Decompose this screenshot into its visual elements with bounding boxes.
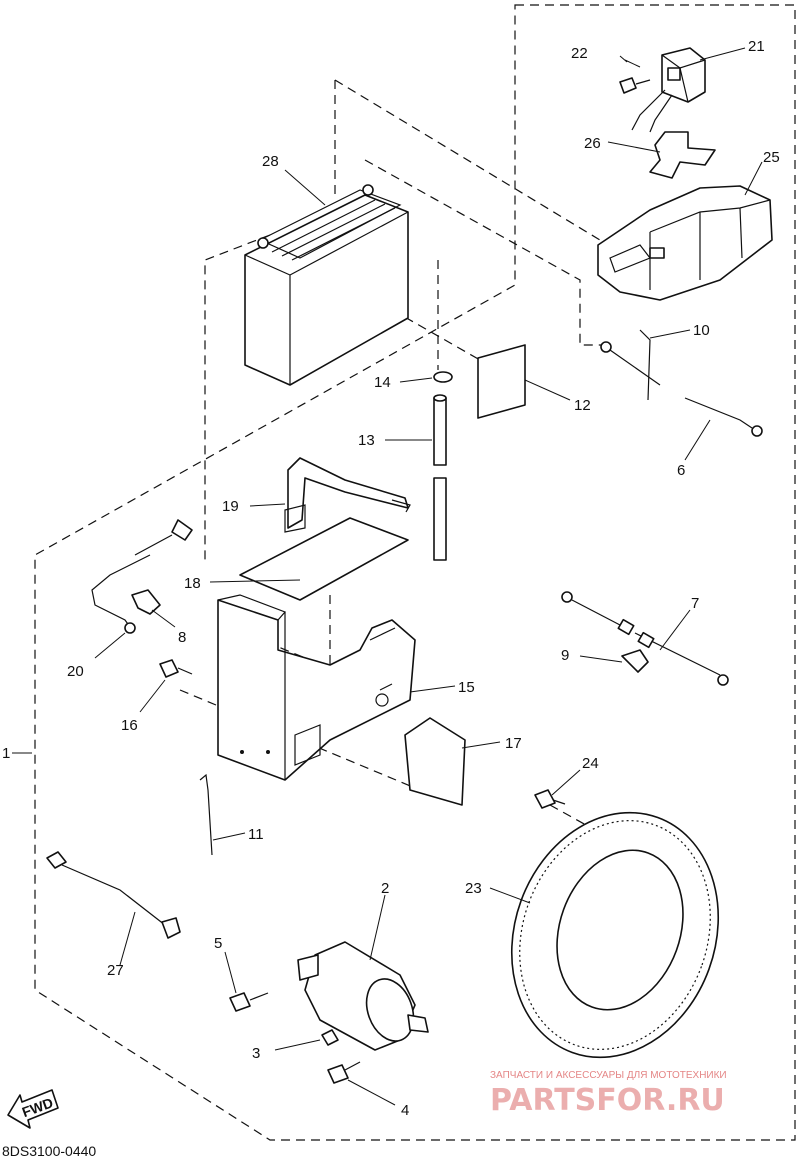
relay-bracket (649, 131, 716, 179)
assembly-outline (34, 4, 796, 1141)
lead-27 (46, 851, 181, 939)
cover-plate (404, 717, 466, 806)
callout-11: 11 (248, 826, 264, 843)
fwd-arrow-icon: FWD (7, 1089, 59, 1129)
breather-hose (433, 371, 453, 561)
positive-lead (561, 591, 729, 686)
battery-cover (597, 185, 773, 301)
callout-5: 5 (214, 935, 222, 952)
callout-21: 21 (748, 38, 765, 55)
negative-lead (600, 329, 763, 437)
relay-screw (619, 77, 651, 94)
battery-box (217, 594, 416, 781)
callout-1: 1 (2, 745, 10, 762)
callout-18: 18 (184, 575, 201, 592)
callout-14: 14 (374, 374, 391, 391)
callout-13: 13 (358, 432, 375, 449)
callout-4: 4 (401, 1102, 409, 1119)
callout-leaders (12, 47, 763, 1106)
callout-24: 24 (582, 755, 599, 772)
callout-28: 28 (262, 153, 279, 170)
starter-relay (631, 47, 706, 133)
callout-20: 20 (67, 663, 84, 680)
ring-gear (510, 811, 720, 1059)
watermark: ЗАПЧАСТИ И АКСЕССУАРЫ ДЛЯ МОТОТЕХНИКИ PA… (490, 1070, 727, 1118)
callout-26: 26 (584, 135, 601, 152)
callout-15: 15 (458, 679, 475, 696)
callout-25: 25 (763, 149, 780, 166)
battery-cable-20 (91, 519, 193, 634)
bolt-24 (534, 789, 566, 809)
battery-pad (477, 344, 526, 419)
callout-7: 7 (691, 595, 699, 612)
callout-22: 22 (571, 45, 588, 62)
callout-6: 6 (677, 462, 685, 479)
callout-17: 17 (505, 735, 522, 752)
battery (244, 184, 409, 386)
bolt-16 (159, 659, 193, 678)
callout-27: 27 (107, 962, 124, 979)
callout-2: 2 (381, 880, 389, 897)
battery-band (284, 457, 411, 533)
clamp-8 (131, 589, 161, 615)
callout-12: 12 (574, 397, 591, 414)
callout-8: 8 (178, 629, 186, 646)
callout-10: 10 (693, 322, 710, 339)
starter-bolts (229, 992, 361, 1084)
drawing-code: 8DS3100-0440 (2, 1143, 96, 1159)
callout-16: 16 (121, 717, 138, 734)
rod-11 (199, 773, 213, 856)
callout-3: 3 (252, 1045, 260, 1062)
callout-9: 9 (561, 647, 569, 664)
starter-motor (297, 941, 429, 1051)
callout-labels: 1 2 3 4 5 6 7 8 9 10 11 12 13 14 15 16 1… (2, 38, 780, 1119)
callout-19: 19 (222, 498, 239, 515)
watermark-tagline: ЗАПЧАСТИ И АКСЕССУАРЫ ДЛЯ МОТОТЕХНИКИ (490, 1070, 727, 1081)
watermark-logo: PARTSFOR.RU (490, 1083, 725, 1118)
callout-23: 23 (465, 880, 482, 897)
battery-mat (239, 517, 409, 601)
